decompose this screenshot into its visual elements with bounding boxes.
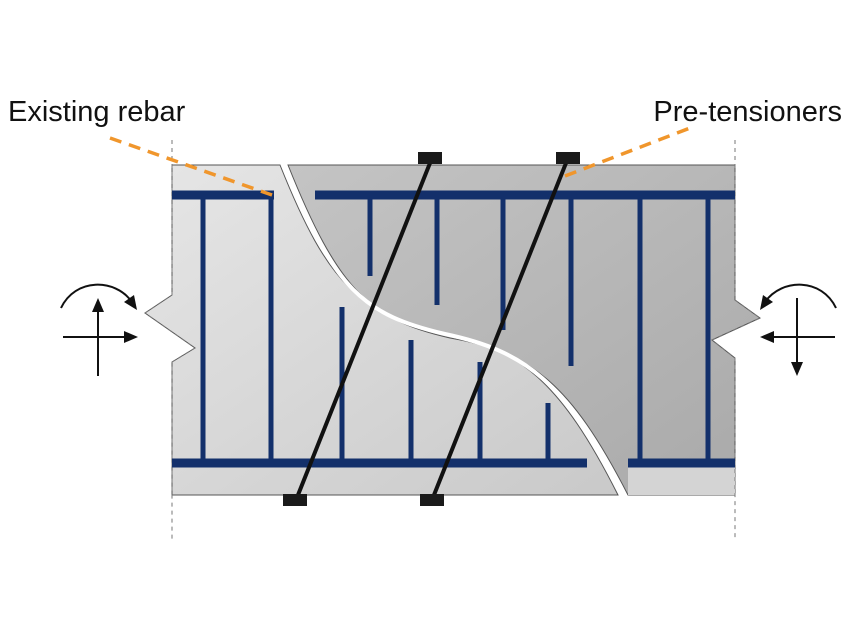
existing-rebar-label: Existing rebar	[8, 96, 186, 128]
right-load-arrows-icon	[760, 283, 837, 376]
section-cut-lines	[144, 140, 761, 540]
anchor-plate	[420, 494, 444, 506]
pre-tensioner-2	[420, 152, 580, 506]
anchor-plate	[283, 494, 307, 506]
pre-tensioners-label: Pre-tensioners	[653, 96, 842, 128]
existing-rebar-leader	[109, 136, 273, 197]
pre-tensioners-leader	[564, 126, 691, 178]
anchor-plate	[418, 152, 442, 164]
beam-right-lower-light	[628, 465, 735, 495]
anchor-plate	[556, 152, 580, 164]
crack-line	[282, 164, 625, 496]
pre-tensioner-1	[283, 152, 442, 506]
left-load-arrows-icon	[60, 283, 138, 376]
